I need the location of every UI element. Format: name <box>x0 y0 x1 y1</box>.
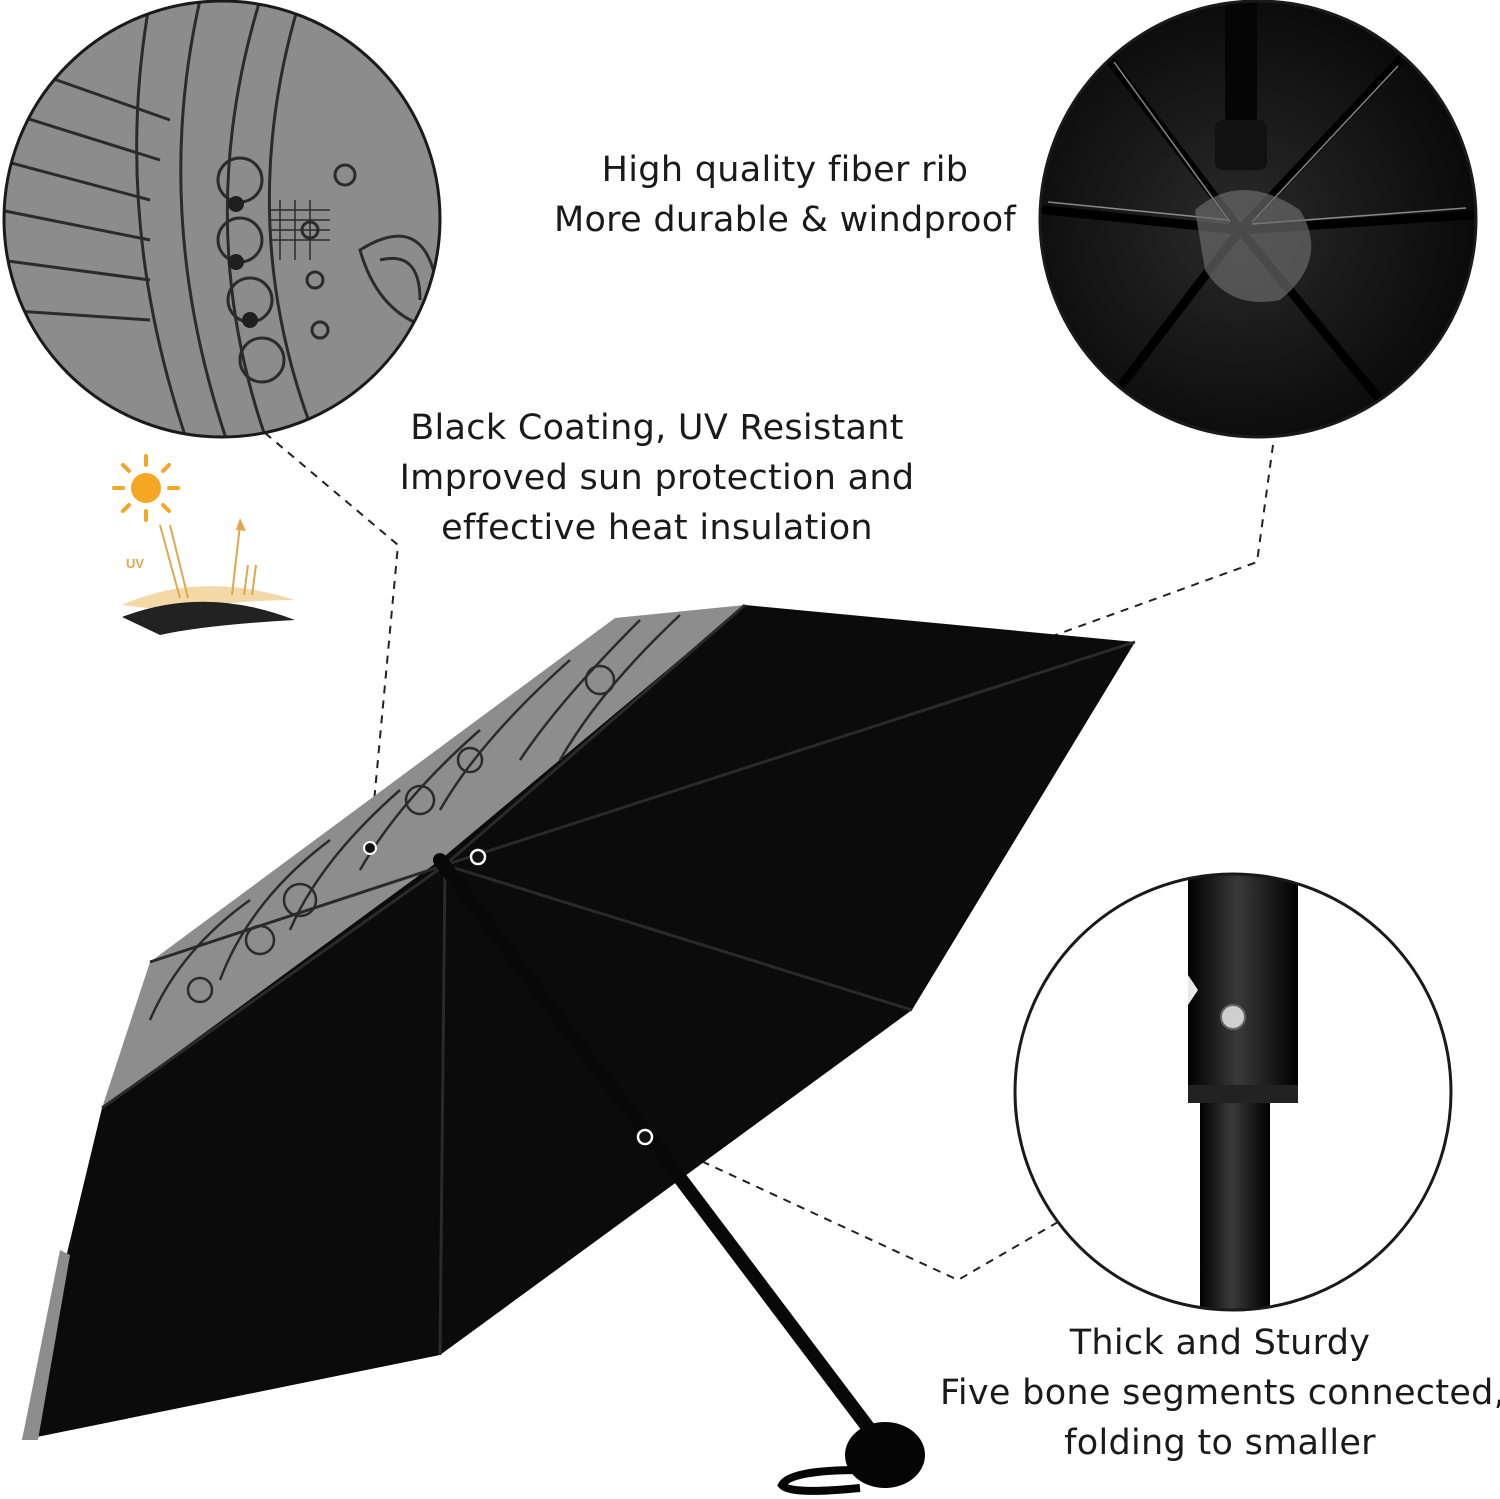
caption-line: Five bone segments connected, <box>940 1373 1500 1413</box>
caption-line: More durable & windproof <box>553 200 1017 240</box>
caption-thick-sturdy: Thick and Sturdy Five bone segments conn… <box>940 1318 1500 1468</box>
umbrella <box>22 603 1136 1495</box>
shaft-detail-circle <box>1013 872 1453 1312</box>
caption-line: effective heat insulation <box>441 508 873 548</box>
rib-detail-circle <box>1038 0 1478 439</box>
caption-line: High quality fiber rib <box>601 150 969 190</box>
caption-line: folding to smaller <box>1064 1423 1376 1463</box>
uv-sun-icon <box>112 454 180 522</box>
uv-label: UV <box>126 556 145 571</box>
caption-fiber-rib: High quality fiber rib More durable & wi… <box>540 145 1030 245</box>
pattern-detail-circle <box>2 0 442 439</box>
caption-black-coating: Black Coating, UV Resistant Improved sun… <box>392 403 922 553</box>
uv-reflection-icon <box>122 518 295 635</box>
leader-lines <box>264 432 1274 1282</box>
caption-line: Thick and Sturdy <box>1069 1323 1371 1363</box>
caption-line: Black Coating, UV Resistant <box>410 408 904 448</box>
caption-line: Improved sun protection and <box>399 458 915 498</box>
